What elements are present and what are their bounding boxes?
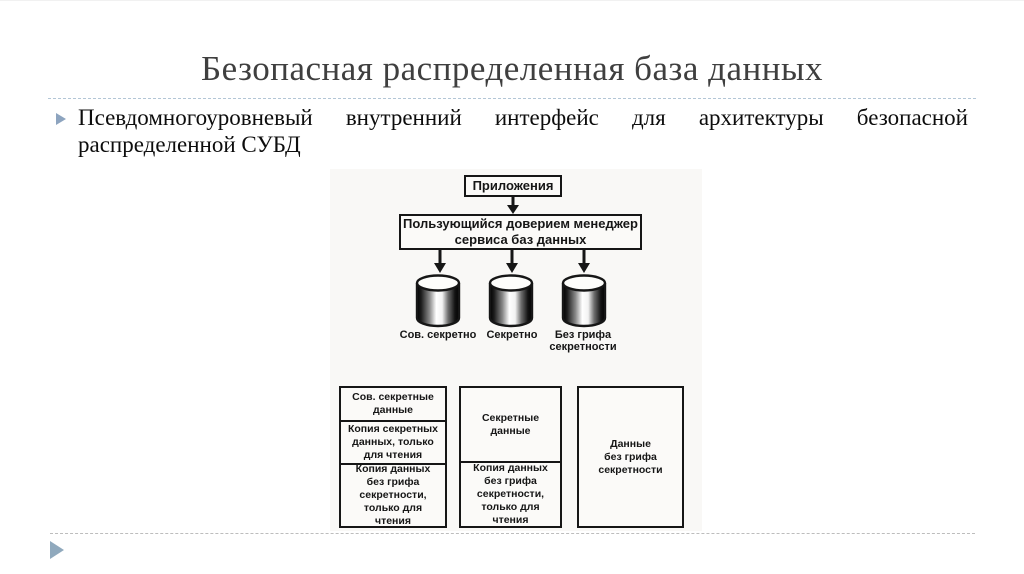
footer-nav-triangle-icon[interactable] — [50, 541, 64, 559]
store-section: Секретные данные — [481, 411, 540, 437]
arrow-down-icon — [434, 250, 446, 273]
db-label-unclassified: Без грифа секретности — [549, 329, 617, 353]
db-cylinder-unclassified-icon — [561, 274, 607, 328]
store-section: Копия данных без грифа секретности, толь… — [461, 461, 560, 526]
store-section: Данные без грифа секретности — [598, 437, 663, 476]
store-section: Копия данных без грифа секретности, толь… — [341, 463, 445, 526]
arrow-down-icon — [506, 250, 518, 273]
bullet-text-line1: Псевдомногоуровневый внутренний интерфей… — [78, 105, 968, 130]
bullet-text-line2: распределенной СУБД — [78, 132, 301, 157]
db-cylinder-secret-icon — [488, 274, 534, 328]
bullet-text: Псевдомногоуровневый внутренний интерфей… — [78, 104, 968, 158]
store-section: Сов. секретные данные — [352, 391, 434, 416]
db-cylinder-top-secret-icon — [415, 274, 461, 328]
slide-title: Безопасная распределенная база данных — [201, 49, 823, 88]
applications-label: Приложения — [472, 178, 554, 193]
db-label-top-secret: Сов. секретно — [399, 329, 477, 341]
footer-divider — [50, 533, 975, 534]
arrow-down-icon — [578, 250, 590, 273]
title-divider — [48, 98, 976, 99]
store-section: Копия секретных данных, только для чтени… — [341, 420, 445, 463]
architecture-diagram: Приложения Пользующийся доверием менедже… — [330, 169, 702, 531]
store-box-top-secret: Сов. секретные данные Копия секретных да… — [339, 386, 447, 528]
arrow-down-icon — [507, 197, 519, 214]
store-box-unclassified: Данные без грифа секретности — [577, 386, 684, 528]
bullet-triangle-icon — [56, 113, 66, 125]
db-label-secret: Секретно — [486, 329, 538, 341]
trusted-manager-box: Пользующийся доверием менеджер сервиса б… — [399, 214, 642, 250]
store-box-secret: Секретные данные Копия данных без грифа … — [459, 386, 562, 528]
applications-box: Приложения — [464, 175, 562, 197]
trusted-manager-label: Пользующийся доверием менеджер сервиса б… — [403, 216, 638, 247]
